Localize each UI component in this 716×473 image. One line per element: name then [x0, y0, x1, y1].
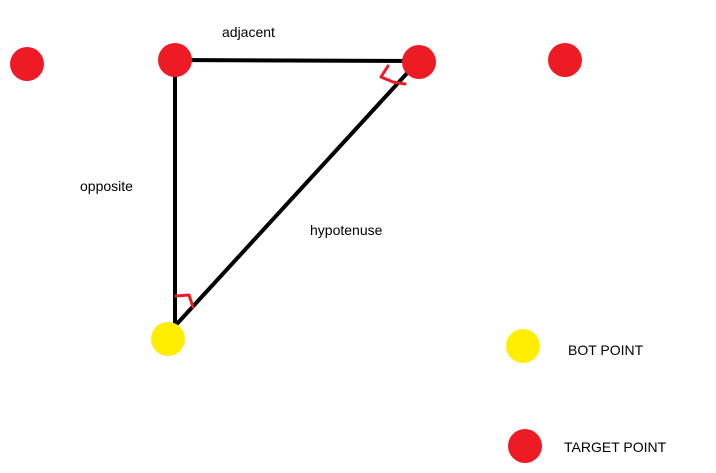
legend-target-label: TARGET POINT: [564, 439, 667, 455]
legend-bot-swatch: [506, 329, 540, 363]
adjacent-label: adjacent: [222, 24, 275, 40]
legend-target-swatch: [508, 429, 542, 463]
hypotenuse-label: hypotenuse: [310, 222, 383, 238]
legend: BOT POINT TARGET POINT: [506, 329, 667, 463]
target-point-right: [548, 43, 582, 77]
hypotenuse-line: [173, 68, 412, 328]
target-point-left: [10, 47, 44, 81]
bot-point: [151, 322, 185, 356]
opposite-label: opposite: [80, 178, 133, 194]
target-point-corner: [158, 43, 192, 77]
angle-marker-bot: [174, 293, 195, 309]
angle-marker-target: [379, 64, 407, 86]
adjacent-line: [173, 58, 420, 63]
target-point-top: [402, 45, 436, 79]
legend-bot-label: BOT POINT: [568, 342, 644, 358]
